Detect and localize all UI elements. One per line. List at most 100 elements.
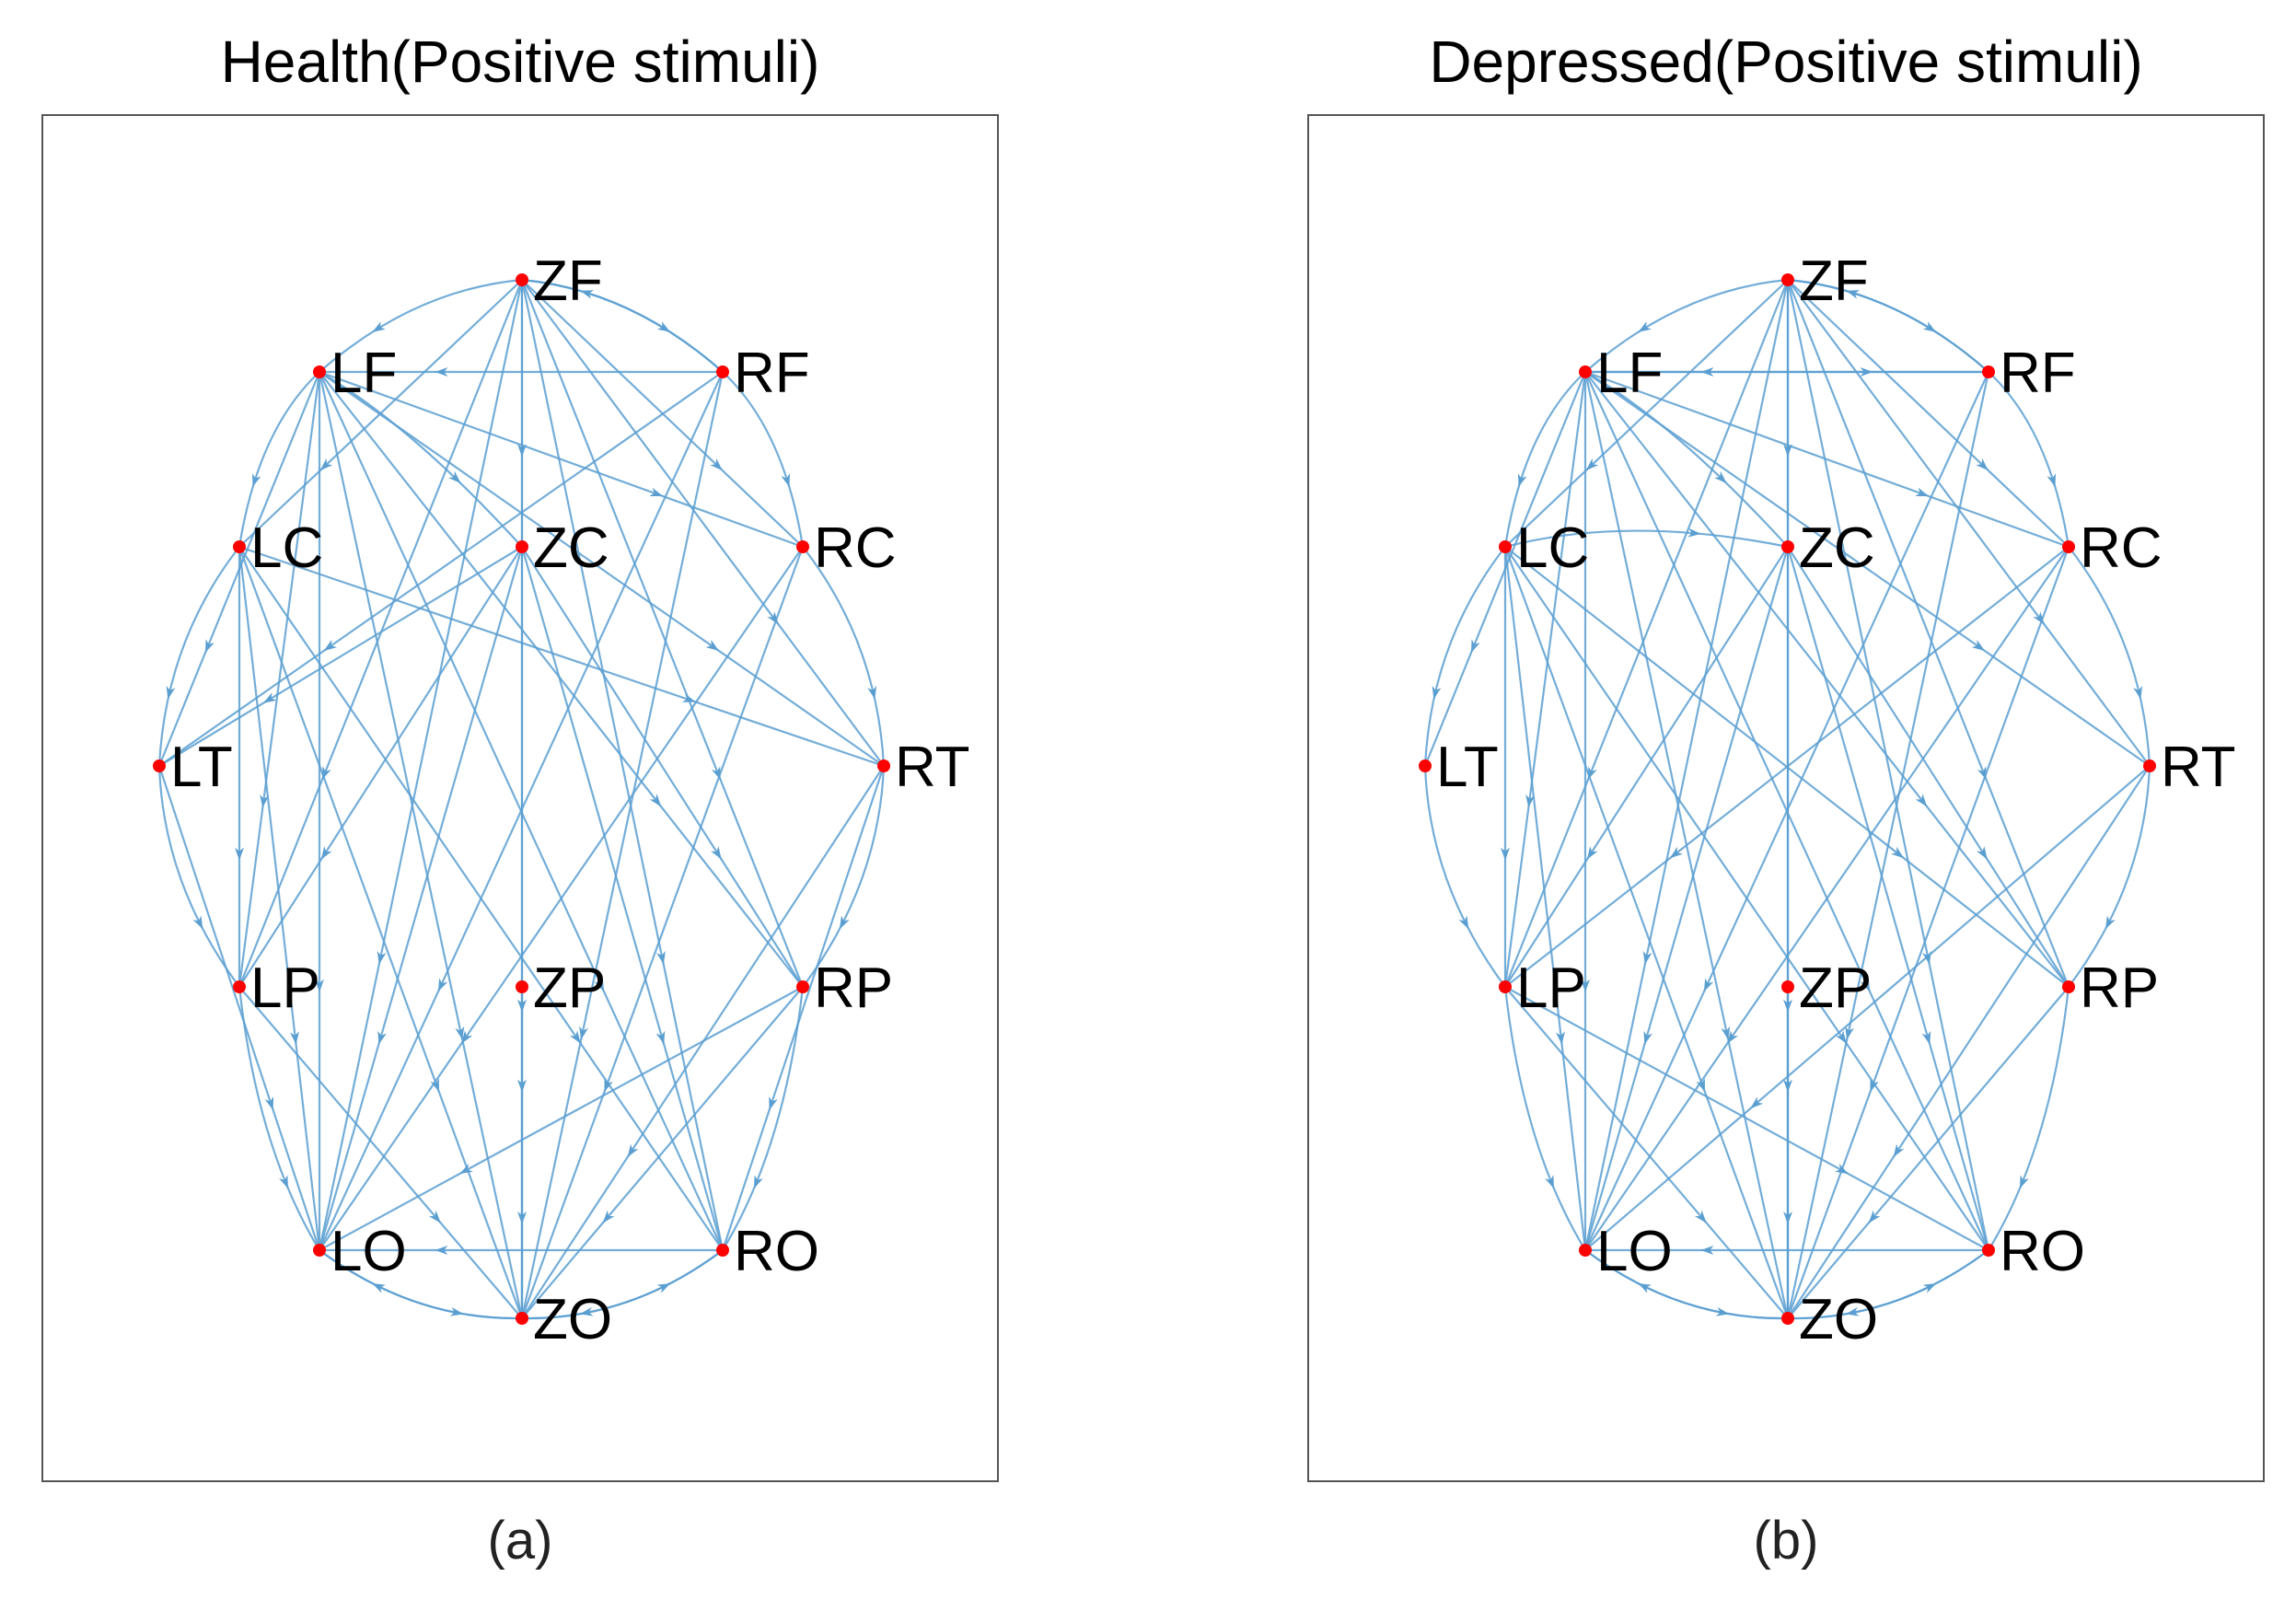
panel-a-caption: (a) <box>487 1511 553 1571</box>
edge-arrowhead <box>594 978 605 992</box>
edge-rf-rc <box>722 371 805 548</box>
node-label-rc: RC <box>814 516 897 580</box>
edge-arrowhead <box>447 470 461 484</box>
edge-arrowhead <box>649 487 664 497</box>
edge-lf-rp <box>319 371 804 988</box>
node-label-rp: RP <box>2080 957 2159 1020</box>
edge-arrowhead <box>1713 470 1727 484</box>
edge-arrowhead <box>323 639 338 652</box>
edge-arrowhead <box>1868 1210 1881 1223</box>
node-label-lo: LO <box>1596 1220 1673 1283</box>
node-lp <box>1499 980 1512 993</box>
edge-arrowhead <box>428 1210 441 1223</box>
edge-arrowhead <box>1971 639 1986 652</box>
edge-arrowhead <box>1696 1078 1705 1093</box>
edge-lf-rc <box>1584 370 2070 549</box>
edge-lp-lo <box>238 986 320 1251</box>
edge-zf-lo <box>1583 279 1790 1251</box>
edge-arrowhead <box>1870 1078 1879 1093</box>
edge-arrowhead <box>2047 473 2056 488</box>
edge-zf-lp <box>1503 279 1790 988</box>
edge-rc-lo <box>1584 546 2070 1251</box>
edge-zf-ro <box>1786 279 1990 1251</box>
node-lo <box>1579 1244 1592 1257</box>
node-zc <box>1781 540 1794 553</box>
edge-arrowhead <box>655 1030 666 1045</box>
node-zc <box>516 540 528 553</box>
edge-arrowhead <box>710 846 722 860</box>
edge-zc-rp <box>521 546 804 988</box>
edge-zc-lp <box>1504 546 1789 988</box>
node-zf <box>516 273 528 286</box>
edge-zc-ro <box>1786 546 1990 1251</box>
node-rc <box>2062 540 2075 553</box>
edge-lf-lc <box>1503 371 1586 548</box>
node-rf <box>716 365 729 378</box>
edge-arrowhead <box>2133 685 2142 700</box>
edge-zc-lp <box>238 546 523 988</box>
edge-arrowhead <box>1891 846 1905 859</box>
edge-rc-rt <box>802 546 886 767</box>
edge-lp-ro <box>1504 986 1989 1251</box>
node-label-lp: LP <box>250 957 320 1020</box>
edge-zf-rt <box>1787 279 2151 767</box>
node-zp <box>1781 980 1794 993</box>
node-label-lc: LC <box>1516 516 1589 580</box>
node-zo <box>516 1312 528 1325</box>
edge-arrowhead <box>1915 794 1928 807</box>
edge-arrowhead <box>1586 846 1598 860</box>
edge-arrowhead <box>2019 1175 2029 1189</box>
edge-arrowhead <box>1501 847 1510 861</box>
edge-arrowhead <box>1545 1175 1555 1189</box>
edge-arrowhead <box>579 1026 588 1040</box>
edge-arrowhead <box>579 1306 594 1316</box>
node-label-rf: RF <box>2000 342 2076 405</box>
edge-arrowhead <box>1458 915 1469 930</box>
edge-arrowhead <box>681 693 696 702</box>
edge-zf-rp <box>520 279 805 988</box>
panel-a-title: Health(Positive stimuli) <box>220 29 820 95</box>
edge-arrowhead <box>1976 458 1989 471</box>
edge-rp-lo <box>319 986 804 1251</box>
edge-arrowhead <box>437 978 448 992</box>
edge-arrowhead <box>1860 978 1871 992</box>
node-label-rf: RF <box>734 342 810 405</box>
edge-lt-lo <box>157 765 321 1251</box>
edge-arrowhead <box>602 1210 615 1223</box>
edge-zf-rc <box>1787 279 2070 548</box>
edge-ro-zo <box>521 1249 724 1320</box>
node-label-zc: ZC <box>1799 516 1875 580</box>
edge-rc-zo <box>520 546 805 1319</box>
edge-arrowhead <box>435 367 448 377</box>
node-label-zo: ZO <box>533 1288 612 1351</box>
node-label-rp: RP <box>814 957 893 1020</box>
edge-arrowhead <box>2105 915 2116 930</box>
edge-rt-zo <box>1787 765 2151 1319</box>
edge-lf-rp <box>1584 371 2070 988</box>
edge-lp-zo <box>1504 986 1789 1319</box>
edge-arrowhead <box>867 685 876 700</box>
edge-lf-rt <box>319 371 885 767</box>
edge-rt-rp <box>2068 765 2151 988</box>
node-label-ro: RO <box>734 1220 819 1283</box>
edge-lf-lc <box>238 371 320 548</box>
edge-arrowhead <box>192 915 203 930</box>
edge-arrowhead <box>705 639 720 652</box>
edge-lt-lp <box>157 765 240 988</box>
node-label-zf: ZF <box>533 249 603 313</box>
edge-arrowhead <box>1783 1212 1792 1224</box>
edge-arrowhead <box>1921 1030 1931 1045</box>
edge-arrowhead <box>627 1143 639 1158</box>
edge-zo-lo <box>319 1249 523 1320</box>
edge-arrowhead <box>604 1078 613 1093</box>
edge-arrowhead <box>517 1212 527 1224</box>
edge-arrowhead <box>580 290 594 299</box>
edge-zc-lo <box>1583 546 1790 1251</box>
edge-lc-ro <box>238 546 724 1251</box>
edge-rp-zo <box>1787 986 2070 1319</box>
node-label-rc: RC <box>2080 516 2163 580</box>
edge-arrowhead <box>204 639 215 654</box>
edge-lc-lt <box>1423 546 1506 767</box>
edge-lc-ro <box>1504 546 1989 1251</box>
